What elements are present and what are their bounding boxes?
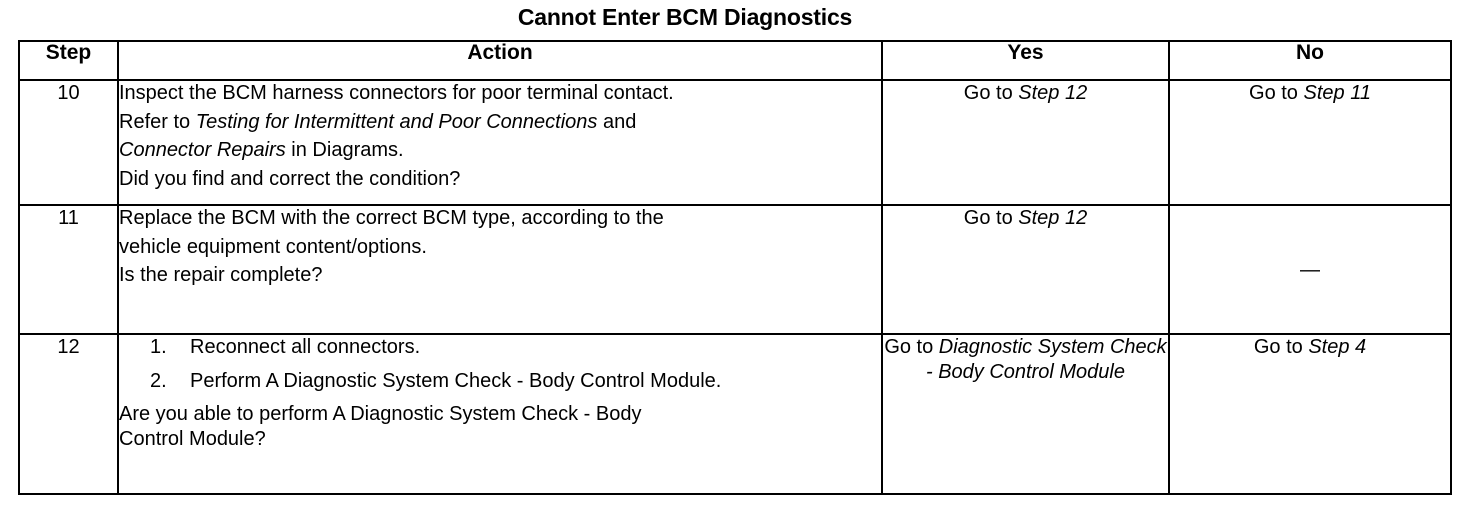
em-dash: — [1300, 258, 1320, 281]
step-number: 12 [18, 333, 119, 495]
action-reference: Connector Repairs [119, 139, 286, 161]
action-line: vehicle equipment content/options. [119, 235, 427, 258]
answer-target: Step 11 [1303, 82, 1371, 104]
diagnostic-steps-table: Step Action Yes No 10 Inspect the BCM ha… [18, 40, 1452, 495]
list-marker: 1. [150, 336, 167, 358]
list-item: 1. Reconnect all connectors. [119, 335, 881, 360]
action-question-line: Control Module? [119, 427, 266, 450]
answer-prefix: Go to [963, 207, 1019, 229]
step-number: 10 [18, 79, 119, 206]
answer-prefix: Go to [1253, 336, 1309, 358]
action-question-line: Are you able to perform A Diagnostic Sys… [119, 403, 642, 425]
table-row: 12 1. Reconnect all connectors. 2. Perform… [18, 333, 1452, 495]
action-question: Did you find and correct the condition? [119, 167, 461, 190]
table-row: 11 Replace the BCM with the correct BCM … [18, 204, 1452, 335]
list-item: 2. Perform A Diagnostic System Check - Bo… [119, 369, 881, 394]
no-cell: — [1168, 204, 1452, 335]
no-cell: Go to Step 4 [1168, 333, 1452, 495]
answer-prefix: Go to [1249, 82, 1304, 104]
answer-target: Diagnostic System Check - Body Control M… [926, 336, 1167, 383]
answer-target: Step 12 [1018, 207, 1088, 229]
action-cell: Replace the BCM with the correct BCM typ… [117, 204, 883, 335]
column-header-step: Step [18, 40, 119, 81]
answer-prefix: Go to [884, 336, 939, 358]
action-text: in Diagrams. [285, 139, 404, 161]
table-header-row: Step Action Yes No [18, 40, 1452, 81]
no-cell: Go to Step 11 [1168, 79, 1452, 206]
yes-cell: Go to Diagnostic System Check - Body Con… [881, 333, 1170, 495]
column-header-action: Action [117, 40, 883, 81]
page-title: Cannot Enter BCM Diagnostics [517, 4, 853, 30]
answer-target: Step 12 [1018, 82, 1088, 104]
action-text: and [597, 110, 637, 133]
action-question: Are you able to perform A Diagnostic Sys… [119, 402, 881, 451]
list-marker: 2. [150, 369, 167, 392]
action-numbered-list: 1. Reconnect all connectors. 2. Perform A … [119, 335, 881, 393]
action-line: Inspect the BCM harness connectors for p… [119, 81, 881, 106]
answer-target: Step 4 [1308, 336, 1367, 358]
list-text: Perform A Diagnostic System Check - Body… [190, 369, 722, 392]
column-header-yes: Yes [881, 40, 1170, 81]
action-text: Inspect the BCM harness connectors for p… [119, 82, 674, 104]
yes-cell: Go to Step 12 [881, 204, 1170, 335]
list-text: Reconnect all connectors. [190, 336, 421, 358]
answer-prefix: Go to [963, 82, 1019, 104]
column-header-no: No [1168, 40, 1452, 81]
yes-cell: Go to Step 12 [881, 79, 1170, 206]
action-reference: Testing for Intermittent and Poor Connec… [195, 110, 598, 133]
action-text: Refer to [119, 110, 196, 133]
action-line: Connector Repairs in Diagrams. [119, 138, 881, 163]
action-line: Refer to Testing for Intermittent and Po… [119, 110, 881, 135]
action-question: Is the repair complete? [119, 264, 323, 286]
action-line: Replace the BCM with the correct BCM typ… [119, 207, 664, 229]
table-row: 10 Inspect the BCM harness connectors fo… [18, 79, 1452, 206]
action-cell: Inspect the BCM harness connectors for p… [117, 79, 883, 206]
step-number: 11 [18, 204, 119, 335]
action-cell: 1. Reconnect all connectors. 2. Perform A … [117, 333, 883, 495]
